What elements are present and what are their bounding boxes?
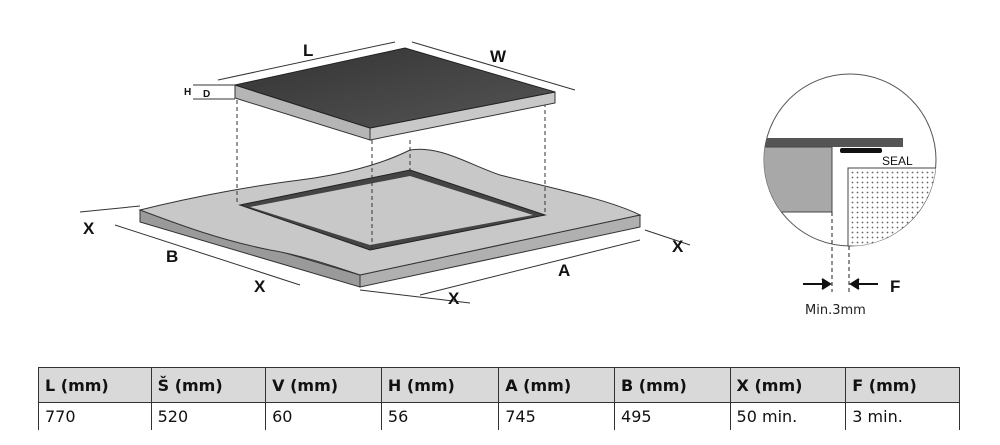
installation-diagram: L W H D X B X X A X SEAL F Min.3mm (79, 41, 937, 318)
value-b: 495 (614, 402, 731, 430)
projection-lines (236, 100, 546, 250)
label-x-front-right: X (448, 289, 460, 308)
header-f: F (mm) (845, 367, 960, 403)
label-x-front-left: X (254, 277, 266, 296)
value-h: 56 (380, 402, 500, 430)
countertop (138, 148, 642, 288)
label-x-right: X (672, 237, 684, 256)
hob (233, 47, 556, 141)
dimension-lines (79, 41, 691, 304)
header-s: Š (mm) (150, 367, 267, 403)
header-b: B (mm) (614, 367, 731, 403)
header-h: H (mm) (380, 367, 500, 403)
value-s: 520 (150, 402, 267, 430)
header-v: V (mm) (265, 367, 382, 403)
seal-detail: SEAL F Min.3mm (763, 73, 937, 318)
value-a: 745 (498, 402, 616, 430)
table-row: 770 520 60 56 745 495 50 min. 3 min. (38, 402, 960, 430)
min-gap-label: Min.3mm (805, 303, 866, 318)
label-length: L (303, 41, 313, 60)
value-x: 50 min. (729, 402, 847, 430)
label-depth: D (203, 89, 210, 100)
label-a: A (558, 261, 570, 280)
label-b: B (166, 247, 178, 266)
value-l: 770 (38, 402, 152, 430)
table-header-row: L (mm) Š (mm) V (mm) H (mm) A (mm) B (mm… (38, 367, 960, 403)
label-x-left: X (83, 219, 95, 238)
label-height: H (184, 87, 191, 98)
dimensions-table: L (mm) Š (mm) V (mm) H (mm) A (mm) B (mm… (38, 367, 960, 430)
f-label: F (890, 277, 900, 296)
header-x: X (mm) (729, 367, 847, 403)
header-a: A (mm) (498, 367, 616, 403)
header-l: L (mm) (38, 367, 152, 403)
value-f: 3 min. (845, 402, 960, 430)
label-width: W (490, 47, 507, 66)
seal-label: SEAL (882, 154, 913, 168)
value-v: 60 (265, 402, 382, 430)
